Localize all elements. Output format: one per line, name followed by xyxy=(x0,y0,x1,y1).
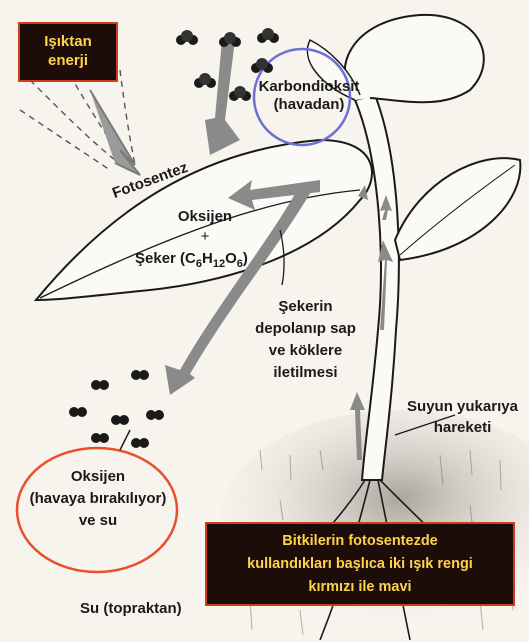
water-movement-label: Suyun yukarıya hareketi xyxy=(400,396,525,438)
light-energy-line-2: enerji xyxy=(20,51,116,70)
light-energy-line-1: Işıktan xyxy=(20,32,116,51)
co2-label: Karbondioksit (havadan) xyxy=(244,78,374,114)
right-leaf xyxy=(395,158,520,260)
oxygen-molecules xyxy=(69,370,164,448)
oxygen-release-label: Oksijen (havaya bırakılıyor) ve su xyxy=(18,466,178,532)
sugar-transport-label: Şekerin depolanıp sap ve köklere iletilm… xyxy=(243,296,368,384)
water-from-soil-label: Su (topraktan) xyxy=(80,600,182,618)
plus-sign: + xyxy=(190,228,220,246)
light-energy-box: Işıktan enerji xyxy=(18,22,118,82)
light-colors-info-box: Bitkilerin fotosentezde kullandıkları ba… xyxy=(205,522,515,606)
sugar-formula: Şeker (C6H12O6) xyxy=(135,250,248,269)
co2-label-line-2: (havadan) xyxy=(244,96,374,114)
co2-label-line-1: Karbondioksit xyxy=(244,78,374,96)
oxygen-product-label: Oksijen xyxy=(170,208,240,226)
